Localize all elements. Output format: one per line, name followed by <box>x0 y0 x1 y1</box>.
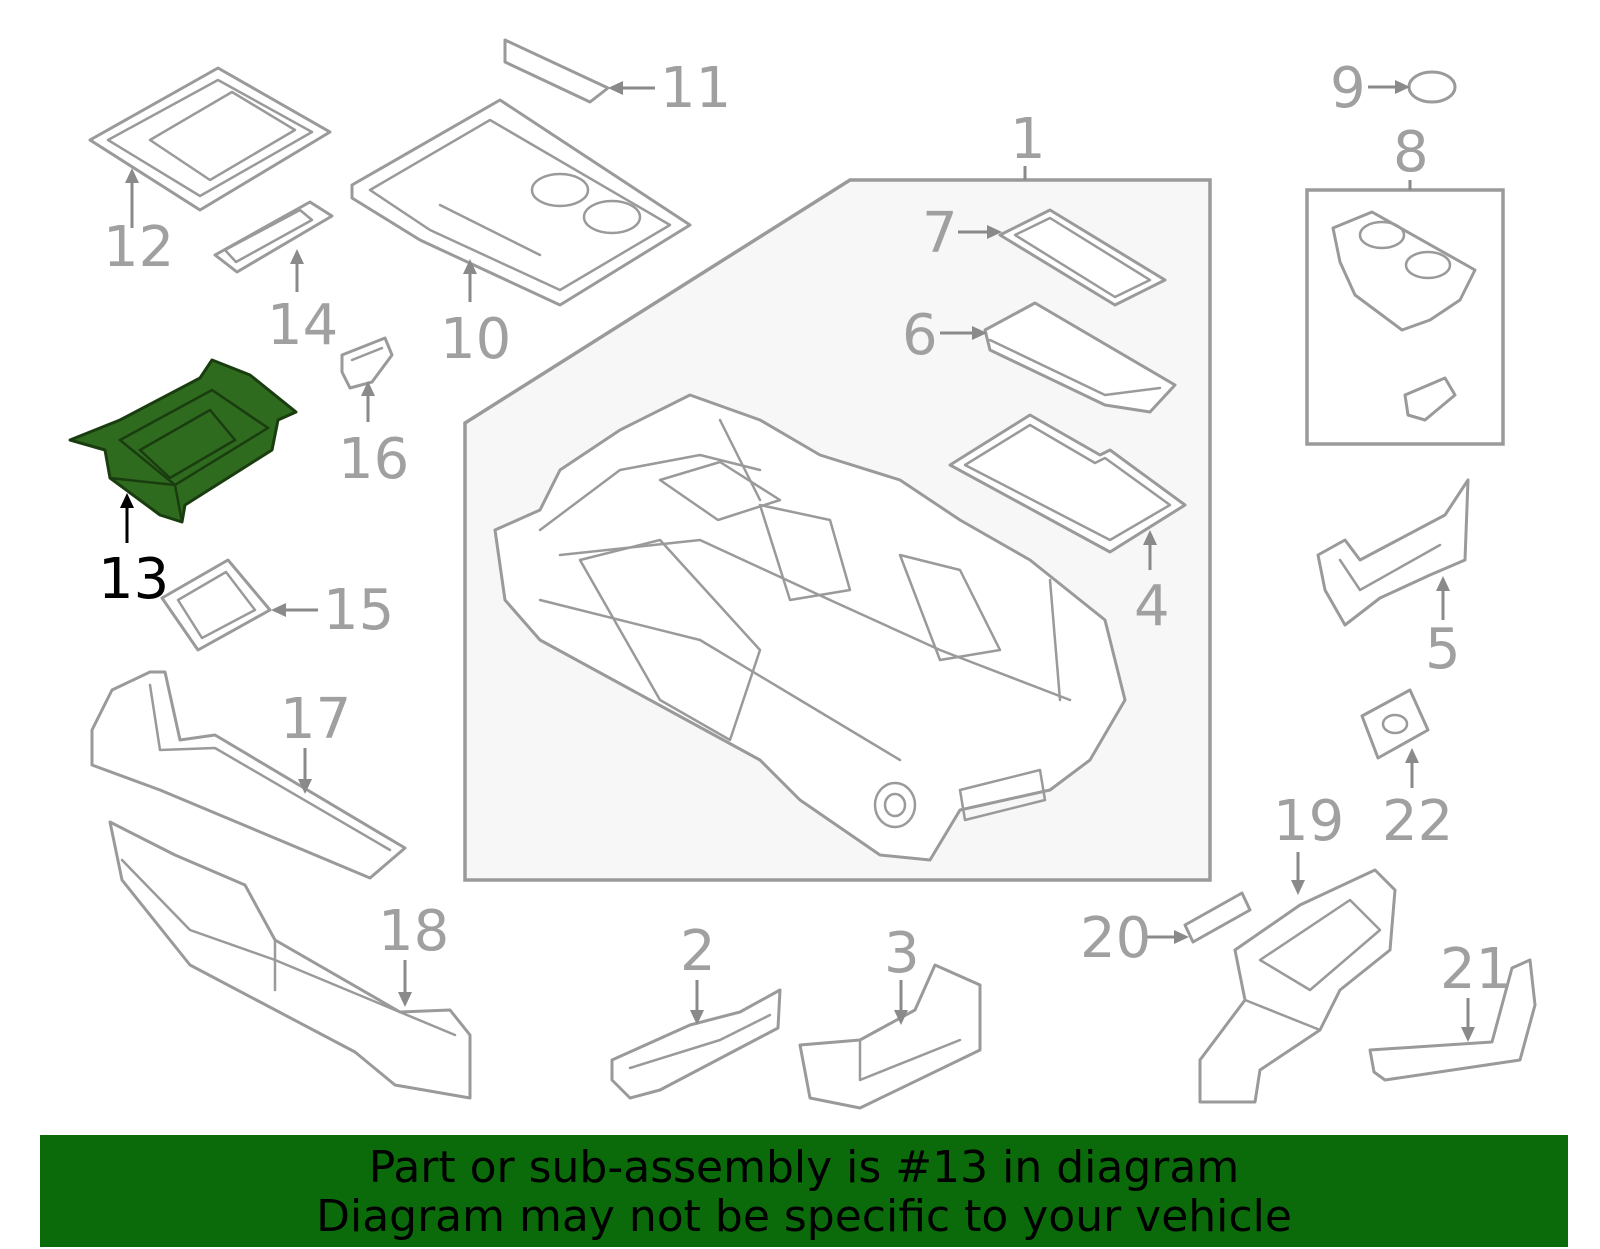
part-10 <box>350 98 692 307</box>
callout-4: 4 <box>1134 530 1170 639</box>
svg-text:9: 9 <box>1330 56 1366 121</box>
callout-20: 20 <box>1080 906 1189 971</box>
svg-text:12: 12 <box>103 215 174 280</box>
part-22 <box>1360 688 1430 760</box>
svg-text:18: 18 <box>378 899 449 964</box>
svg-text:11: 11 <box>660 56 731 121</box>
svg-text:20: 20 <box>1080 906 1151 971</box>
callout-17: 17 <box>280 687 351 794</box>
callout-10: 10 <box>440 259 511 372</box>
part-8-box: 8 <box>1305 120 1505 446</box>
callout-19: 19 <box>1273 789 1344 895</box>
svg-text:22: 22 <box>1382 789 1453 854</box>
callout-21: 21 <box>1440 937 1511 1042</box>
callout-22: 22 <box>1382 748 1453 854</box>
callout-15: 15 <box>271 578 394 643</box>
svg-text:8: 8 <box>1393 120 1429 185</box>
part-2 <box>610 988 782 1100</box>
svg-text:7: 7 <box>922 201 958 266</box>
part-12 <box>88 66 332 212</box>
svg-text:4: 4 <box>1134 574 1170 639</box>
svg-text:6: 6 <box>902 303 938 368</box>
part-4 <box>948 413 1187 554</box>
part-6 <box>983 301 1177 414</box>
callout-12: 12 <box>103 168 174 280</box>
svg-text:21: 21 <box>1440 937 1511 1002</box>
part-18 <box>108 820 472 1100</box>
part-7 <box>998 208 1167 307</box>
part-11 <box>503 38 610 104</box>
svg-text:3: 3 <box>884 921 920 986</box>
svg-text:19: 19 <box>1273 789 1344 854</box>
callout-3: 3 <box>884 921 920 1025</box>
part-1-assembly-box: 1 7 <box>463 107 1212 882</box>
part-21 <box>1368 958 1537 1082</box>
svg-text:16: 16 <box>338 427 409 492</box>
banner-line-1: Part or sub-assembly is #13 in diagram <box>368 1142 1240 1193</box>
svg-text:5: 5 <box>1425 617 1461 682</box>
svg-text:2: 2 <box>680 919 716 984</box>
callout-5: 5 <box>1425 576 1461 682</box>
svg-text:10: 10 <box>440 307 511 372</box>
callout-7: 7 <box>922 201 1002 266</box>
part-5 <box>1316 478 1470 627</box>
part-15 <box>160 558 272 652</box>
callout-13: 13 <box>98 493 169 612</box>
callout-9: 9 <box>1330 56 1410 121</box>
part-16 <box>340 336 394 390</box>
part-14 <box>213 200 334 274</box>
part-13-highlighted <box>68 358 298 524</box>
part-17 <box>90 670 407 880</box>
callout-11: 11 <box>608 56 731 121</box>
info-banner: Part or sub-assembly is #13 in diagram D… <box>40 1135 1568 1247</box>
svg-text:13: 13 <box>98 547 169 612</box>
callout-14: 14 <box>267 249 338 358</box>
part-9 <box>1407 70 1457 104</box>
svg-text:1: 1 <box>1010 107 1046 172</box>
svg-text:15: 15 <box>323 578 394 643</box>
banner-line-2: Diagram may not be specific to your vehi… <box>316 1191 1292 1242</box>
part-3 <box>798 963 982 1110</box>
callout-6: 6 <box>902 303 987 368</box>
callout-2: 2 <box>680 919 716 1025</box>
part-20 <box>1183 891 1252 944</box>
console-body <box>493 393 1127 862</box>
callout-18: 18 <box>378 899 449 1007</box>
part-19 <box>1198 868 1397 1104</box>
svg-text:17: 17 <box>280 687 351 752</box>
svg-text:14: 14 <box>267 293 338 358</box>
callout-16: 16 <box>338 381 409 492</box>
